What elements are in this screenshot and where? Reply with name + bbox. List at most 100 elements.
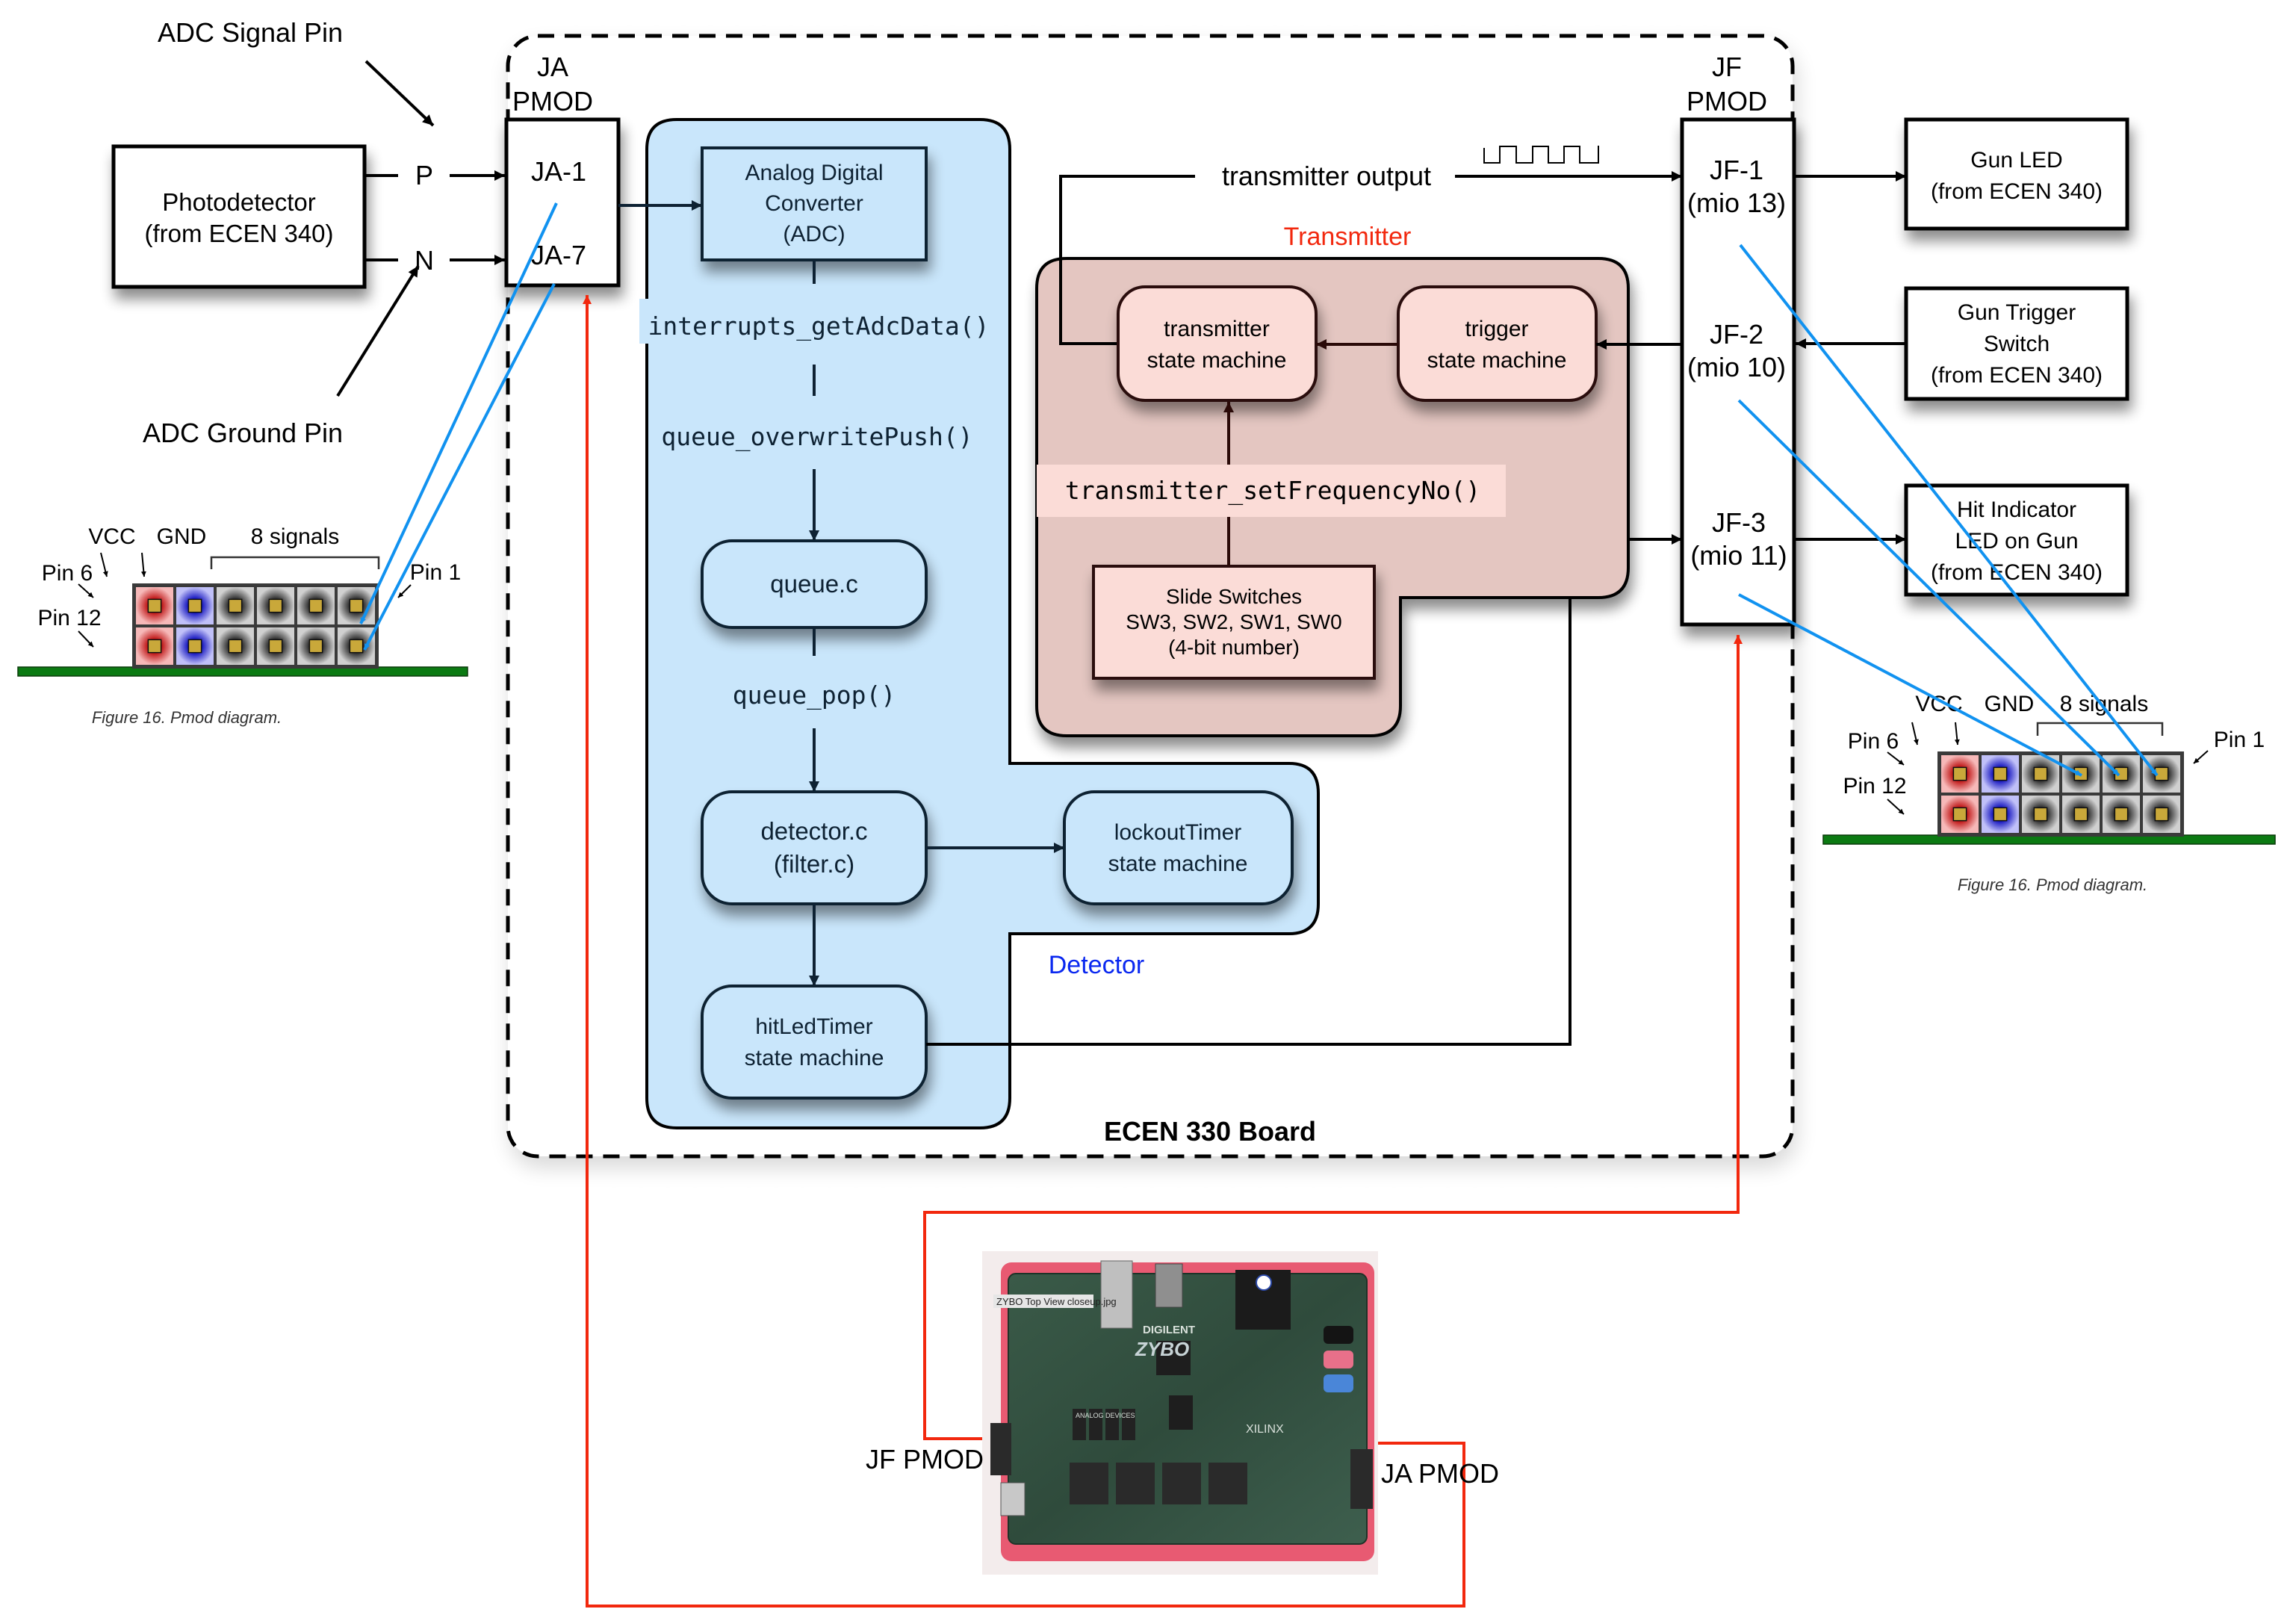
- header-pin: [2114, 807, 2129, 822]
- gun-trigger-line-3: (from ECEN 340): [1931, 363, 2103, 388]
- ja-pmod-photo-label: JA PMOD: [1381, 1458, 1499, 1489]
- adc-line-3: (ADC): [783, 222, 845, 247]
- gun-trigger-line-2: Switch: [1984, 332, 2050, 356]
- pmod-left-gnd: GND: [157, 524, 207, 549]
- gun-led-line-2: (from ECEN 340): [1931, 179, 2103, 204]
- jf2-to-pin-wire: [1737, 399, 2120, 777]
- header-pin: [2154, 807, 2169, 822]
- header-pin: [308, 639, 323, 654]
- photodetector-box: [111, 144, 367, 289]
- ground-pin-arrow: [336, 264, 420, 397]
- fn-queue-pop: queue_pop(): [733, 681, 896, 710]
- pmod-right-pin12: Pin 12: [1843, 774, 1906, 799]
- ddr-chip: [1169, 1395, 1193, 1430]
- gun-trigger-box: [1904, 286, 2129, 401]
- header-pin: [187, 639, 202, 654]
- detector-c-box: [701, 790, 928, 905]
- pin6-arrow: [78, 583, 94, 598]
- tx-sm-line-2: state machine: [1147, 348, 1287, 373]
- slide-switch-row: [1073, 1409, 1135, 1440]
- signals-bracket-right: [2036, 722, 2164, 736]
- zybo-logo: ZYBO: [1135, 1338, 1189, 1360]
- pmod-left-pin12: Pin 12: [37, 606, 101, 630]
- trigger-sm-box: [1397, 285, 1598, 402]
- queue-c-label: queue.c: [770, 570, 857, 598]
- pmod-left-signals: 8 signals: [251, 524, 339, 549]
- signals-bracket: [210, 556, 380, 569]
- pmod-left-pin1: Pin 1: [410, 560, 461, 585]
- gun-led-box: [1904, 117, 2129, 231]
- square-wave-icon: [1483, 146, 1599, 164]
- pmod-right-pin6: Pin 6: [1848, 729, 1899, 754]
- slide-switches-box: [1092, 565, 1376, 680]
- pmod-right-caption: Figure 16. Pmod diagram.: [1958, 875, 2147, 894]
- ja-pin-7: JA-7: [531, 240, 586, 270]
- pin6-arrow-right: [1887, 751, 1905, 766]
- pmod-diagram-left: VCC GND 8 signals Pin 6 Pin 12 Pin 1 Fig…: [17, 524, 468, 727]
- detector-label: Detector: [1049, 951, 1145, 979]
- fn-set-freq-bg-wide: [1037, 465, 1506, 517]
- header-pin: [228, 639, 243, 654]
- photodetector-subtitle: (from ECEN 340): [144, 220, 333, 247]
- jf-pmod-photo-label: JF PMOD: [866, 1444, 984, 1475]
- lockout-line-2: state machine: [1108, 852, 1248, 876]
- header-pin: [1952, 766, 1967, 781]
- pmod-left-vcc: VCC: [88, 524, 135, 549]
- ja1-to-pin-wire: [359, 202, 558, 624]
- header-pin: [1993, 807, 2008, 822]
- ja-header: [1350, 1449, 1373, 1509]
- jf-pin-3: JF-3: [1712, 507, 1766, 538]
- pmod-right-gnd: GND: [1985, 692, 2035, 716]
- transmitter-label: Transmitter: [1284, 223, 1412, 251]
- switches-line-2: SW3, SW2, SW1, SW0: [1126, 610, 1341, 633]
- ja-pmod-title-2: PMOD: [512, 86, 593, 117]
- vcc-arrow: [100, 552, 108, 577]
- detector-c-line-2: (filter.c): [774, 850, 854, 878]
- jf-pin-2-mio: (mio 10): [1687, 352, 1786, 382]
- pmod-header: [132, 583, 379, 669]
- xilinx-logo: XILINX: [1246, 1423, 1284, 1436]
- photodetector-title: Photodetector: [162, 188, 315, 216]
- gun-led-line-1: Gun LED: [1970, 148, 2062, 173]
- jf-pmod-title-1: JF: [1712, 52, 1742, 82]
- header-pin: [349, 639, 364, 654]
- hitled-timer-box: [701, 985, 928, 1100]
- zybo-board-photo: ZYBO Top View closeup.jpg DIGILENT ZYBO …: [982, 1251, 1378, 1575]
- hit-indicator-line-1: Hit Indicator: [1957, 497, 2076, 522]
- qc-sticker: [1256, 1274, 1272, 1291]
- fn-overwrite-push: queue_overwritePush(): [661, 422, 972, 452]
- ja-pmod-title-1: JA: [537, 52, 568, 82]
- jf1-to-pin-wire: [1739, 244, 2159, 777]
- hit-indicator-line-3: (from ECEN 340): [1931, 560, 2103, 585]
- header-pin: [308, 598, 323, 613]
- n-label: N: [415, 245, 434, 276]
- jf-pmod-red-wire: [923, 635, 1743, 1440]
- bottom-pmod-headers: [1070, 1463, 1247, 1504]
- header-pin: [147, 639, 162, 654]
- transmitter-output-label: transmitter output: [1222, 161, 1431, 191]
- header-pin: [268, 639, 283, 654]
- ethernet-port: [1100, 1260, 1133, 1329]
- switches-line-3: (4-bit number): [1168, 636, 1300, 659]
- fn-set-frequency-no: transmitter_setFrequencyNo(): [1065, 476, 1480, 506]
- adc-ground-pin-label: ADC Ground Pin: [143, 418, 343, 448]
- pin12-arrow: [78, 630, 94, 648]
- soc-chip: [1156, 1341, 1191, 1375]
- tx-output-wire-left: [1059, 175, 1195, 345]
- p-label: P: [415, 160, 433, 190]
- photo-tooltip: ZYBO Top View closeup.jpg: [996, 1296, 1117, 1307]
- transmitter-sm-box: [1117, 285, 1318, 402]
- header-pin: [147, 598, 162, 613]
- pmod-right-vcc: VCC: [1915, 692, 1962, 716]
- pmod-right-pin1: Pin 1: [2214, 728, 2265, 752]
- switches-line-1: Slide Switches: [1166, 585, 1302, 608]
- jf-pin-3-mio: (mio 11): [1690, 540, 1787, 571]
- analog-devices-logo: ANALOG DEVICES: [1076, 1412, 1135, 1419]
- header-pin: [268, 598, 283, 613]
- gnd-arrow-right: [1954, 722, 1960, 745]
- pmod-left-pin6: Pin 6: [42, 561, 93, 586]
- header-pin: [1993, 766, 2008, 781]
- fn-label-bg: [639, 299, 998, 344]
- jf-pin-1-mio: (mio 13): [1687, 187, 1786, 218]
- mic-jack: [1324, 1351, 1353, 1368]
